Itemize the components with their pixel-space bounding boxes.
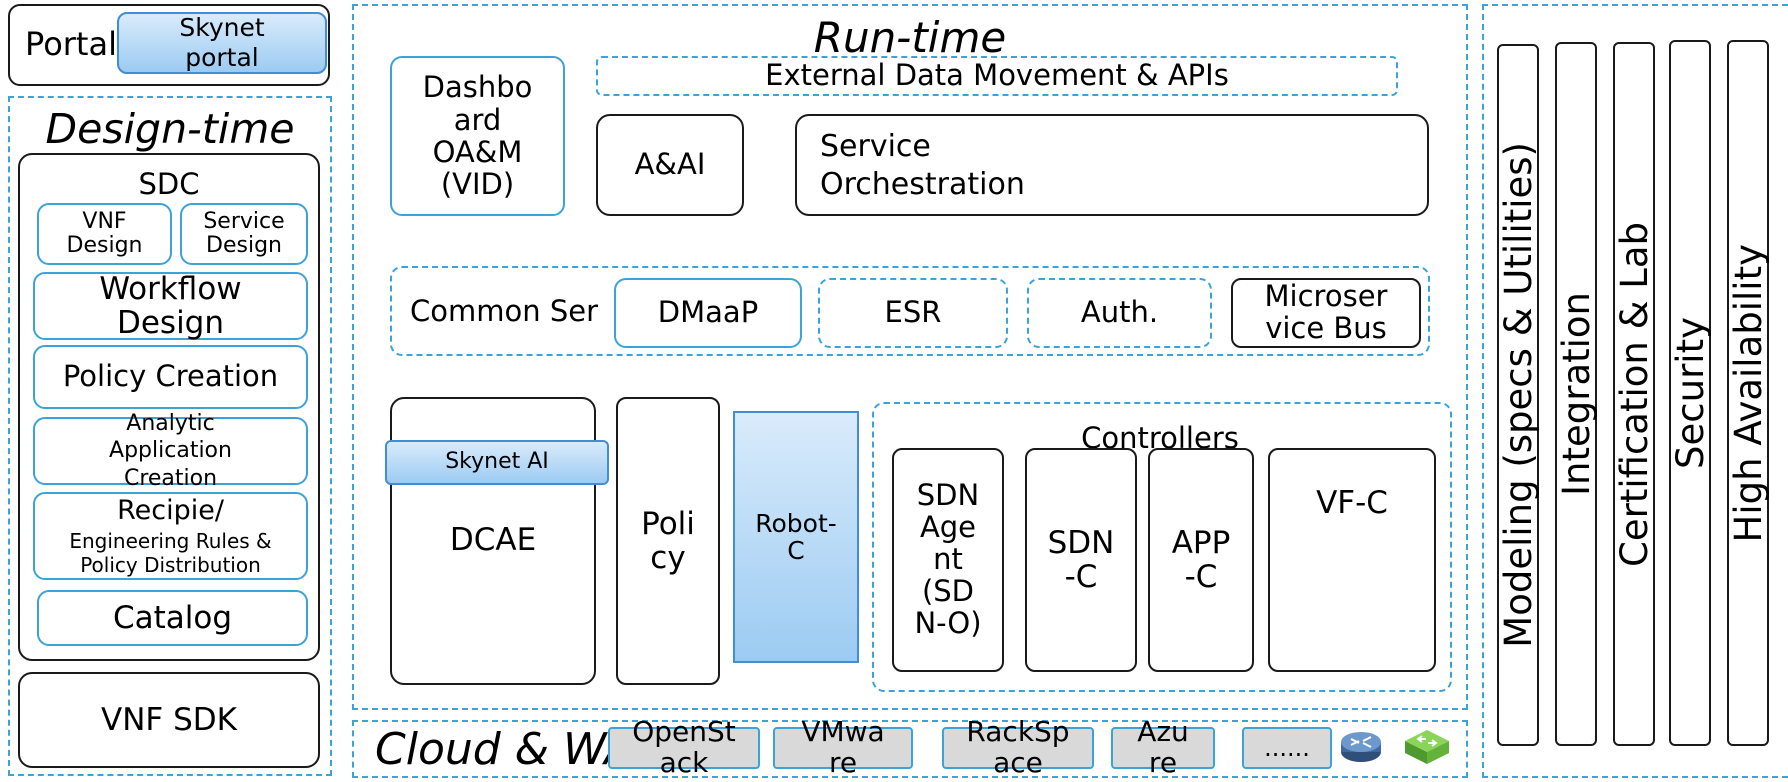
modeling-bar[interactable]: Modeling (specs & Utilities) (1496, 44, 1540, 746)
service-orchestration-label: Service Orchestration (820, 129, 1025, 202)
dashboard-vid-box[interactable]: Dashbo ard OA&M (VID) (390, 56, 565, 216)
dmaap-box[interactable]: DMaaP (614, 278, 802, 348)
cloud-openstack-box[interactable]: OpenSt ack (608, 716, 760, 778)
portal-label: Portal (25, 25, 117, 64)
run-time-container (352, 4, 1468, 710)
cloud-title: Cloud & WA (375, 724, 625, 775)
catalog-box[interactable]: Catalog (37, 590, 308, 646)
certification-lab-bar[interactable]: Certification & Lab (1612, 42, 1656, 746)
recipie-title: Recipie/ (117, 495, 224, 527)
cloud-azure-box[interactable]: Azu re (1111, 716, 1215, 778)
sdn-c-box[interactable]: SDN -C (1025, 448, 1137, 672)
integration-bar[interactable]: Integration (1554, 42, 1598, 746)
cross-cutting-container (1482, 4, 1788, 778)
service-orchestration-box[interactable] (795, 114, 1429, 216)
cloud-container (352, 720, 1468, 778)
policy-box[interactable]: Poli cy (616, 397, 720, 685)
high-availability-bar[interactable]: High Availability (1726, 40, 1770, 746)
vf-c-box[interactable] (1268, 448, 1436, 672)
recipie-box[interactable] (33, 492, 308, 580)
integration-label: Integration (1554, 292, 1598, 496)
workflow-design-box[interactable]: Workflow Design (33, 272, 308, 340)
security-label: Security (1668, 317, 1712, 469)
recipie-subtitle: Engineering Rules & Policy Distribution (69, 529, 272, 577)
policy-creation-box[interactable]: Policy Creation (33, 345, 308, 409)
router-icon (1341, 732, 1381, 762)
vnf-design-box[interactable]: VNF Design (37, 203, 172, 265)
certification-lab-label: Certification & Lab (1612, 221, 1656, 567)
auth-box[interactable]: Auth. (1027, 278, 1212, 348)
skynet-portal-button[interactable]: Skynet portal (117, 12, 327, 74)
cloud-vmware-box[interactable]: VMwa re (773, 716, 913, 778)
analytic-app-creation-box[interactable]: Analytic Application Creation (33, 411, 308, 491)
run-time-title: Run-time (813, 12, 1007, 62)
modeling-label: Modeling (specs & Utilities) (1496, 142, 1540, 648)
design-time-container (8, 96, 332, 776)
esr-box[interactable]: ESR (818, 278, 1008, 348)
robot-c-box[interactable]: Robot- C (733, 411, 859, 663)
security-bar[interactable]: Security (1668, 40, 1712, 746)
cloud-more-box[interactable]: ...... (1242, 727, 1332, 769)
skynet-ai-button[interactable]: Skynet AI (385, 440, 609, 485)
switch-icon (1405, 730, 1449, 764)
app-c-box[interactable]: APP -C (1148, 448, 1254, 672)
cloud-rackspace-box[interactable]: RackSp ace (942, 716, 1094, 778)
aai-box[interactable]: A&AI (596, 114, 744, 216)
vf-c-label: VF-C (1316, 484, 1388, 521)
microservice-bus-box[interactable]: Microser vice Bus (1231, 278, 1421, 348)
service-design-box[interactable]: Service Design (180, 203, 308, 265)
sdc-title: SDC (138, 167, 200, 202)
sdn-agent-box[interactable]: SDN Age nt (SD N-O) (892, 448, 1004, 672)
dcae-label: DCAE (449, 521, 537, 558)
external-data-apis-box[interactable]: External Data Movement & APIs (596, 56, 1398, 96)
vnf-sdk-box[interactable]: VNF SDK (18, 672, 320, 768)
common-services-label: Common Ser (410, 294, 599, 329)
design-time-title: Design-time (45, 105, 295, 154)
high-availability-label: High Availability (1726, 243, 1770, 543)
